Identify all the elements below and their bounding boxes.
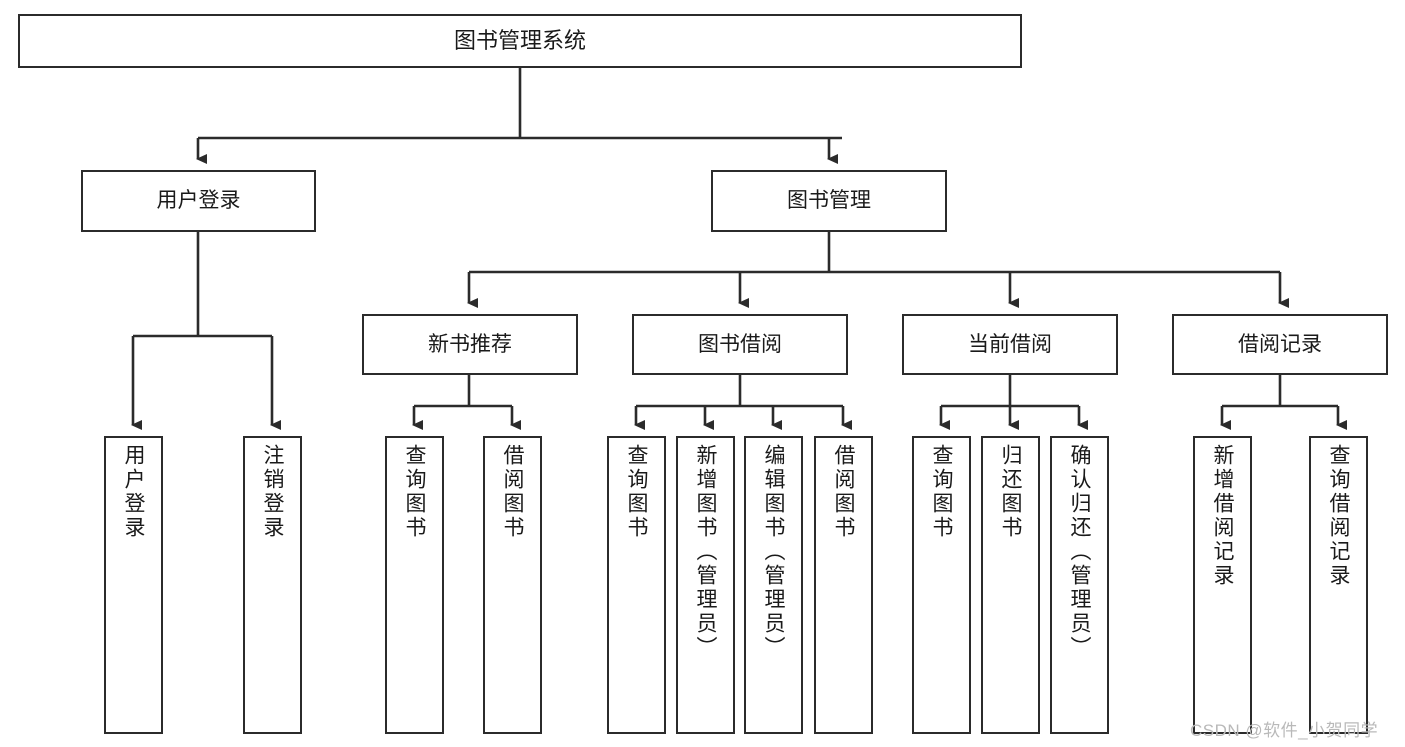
node-label: 编辑图书（管理员） <box>762 444 785 660</box>
node-leaf-cur-return[interactable]: 归还图书 <box>981 436 1040 734</box>
node-label: 查询图书 <box>625 444 648 540</box>
node-label: 用户登录 <box>156 189 241 213</box>
node-user-login[interactable]: 用户登录 <box>81 170 316 232</box>
node-label: 借阅图书 <box>501 444 524 540</box>
node-leaf-borrow-add[interactable]: 新增图书（管理员） <box>676 436 735 734</box>
node-leaf-cur-confirm[interactable]: 确认归还（管理员） <box>1050 436 1109 734</box>
node-book-borrow[interactable]: 图书借阅 <box>632 314 848 375</box>
watermark-text: CSDN @软件_小贺同学 <box>1190 721 1379 740</box>
node-label: 查询借阅记录 <box>1327 444 1350 588</box>
node-label: 查询图书 <box>930 444 953 540</box>
node-label: 注销登录 <box>261 444 284 540</box>
node-label: 确认归还（管理员） <box>1068 444 1091 660</box>
node-label: 新增图书（管理员） <box>694 444 717 660</box>
node-leaf-rec-query-record[interactable]: 查询借阅记录 <box>1309 436 1368 734</box>
node-label: 借阅图书 <box>832 444 855 540</box>
node-label: 借阅记录 <box>1238 332 1322 356</box>
node-label: 查询图书 <box>403 444 426 540</box>
node-label: 新书推荐 <box>428 332 512 356</box>
node-label: 图书管理系统 <box>453 27 586 53</box>
node-label: 用户登录 <box>122 444 145 540</box>
node-book-manage[interactable]: 图书管理 <box>711 170 947 232</box>
node-label: 图书借阅 <box>698 332 782 356</box>
node-borrow-record[interactable]: 借阅记录 <box>1172 314 1388 375</box>
node-leaf-borrow-borrow[interactable]: 借阅图书 <box>814 436 873 734</box>
node-label: 新增借阅记录 <box>1211 444 1234 588</box>
node-root-system[interactable]: 图书管理系统 <box>18 14 1022 68</box>
node-label: 图书管理 <box>787 189 871 213</box>
node-label: 归还图书 <box>999 444 1022 540</box>
node-leaf-rec-borrow[interactable]: 借阅图书 <box>483 436 542 734</box>
node-leaf-cur-query[interactable]: 查询图书 <box>912 436 971 734</box>
node-leaf-user-login[interactable]: 用户登录 <box>104 436 163 734</box>
node-leaf-rec-add[interactable]: 新增借阅记录 <box>1193 436 1252 734</box>
node-new-book-rec[interactable]: 新书推荐 <box>362 314 578 375</box>
node-leaf-user-logout[interactable]: 注销登录 <box>243 436 302 734</box>
node-leaf-borrow-edit[interactable]: 编辑图书（管理员） <box>744 436 803 734</box>
node-current-borrow[interactable]: 当前借阅 <box>902 314 1118 375</box>
node-label: 当前借阅 <box>968 332 1052 356</box>
node-leaf-rec-query[interactable]: 查询图书 <box>385 436 444 734</box>
node-leaf-borrow-query[interactable]: 查询图书 <box>607 436 666 734</box>
